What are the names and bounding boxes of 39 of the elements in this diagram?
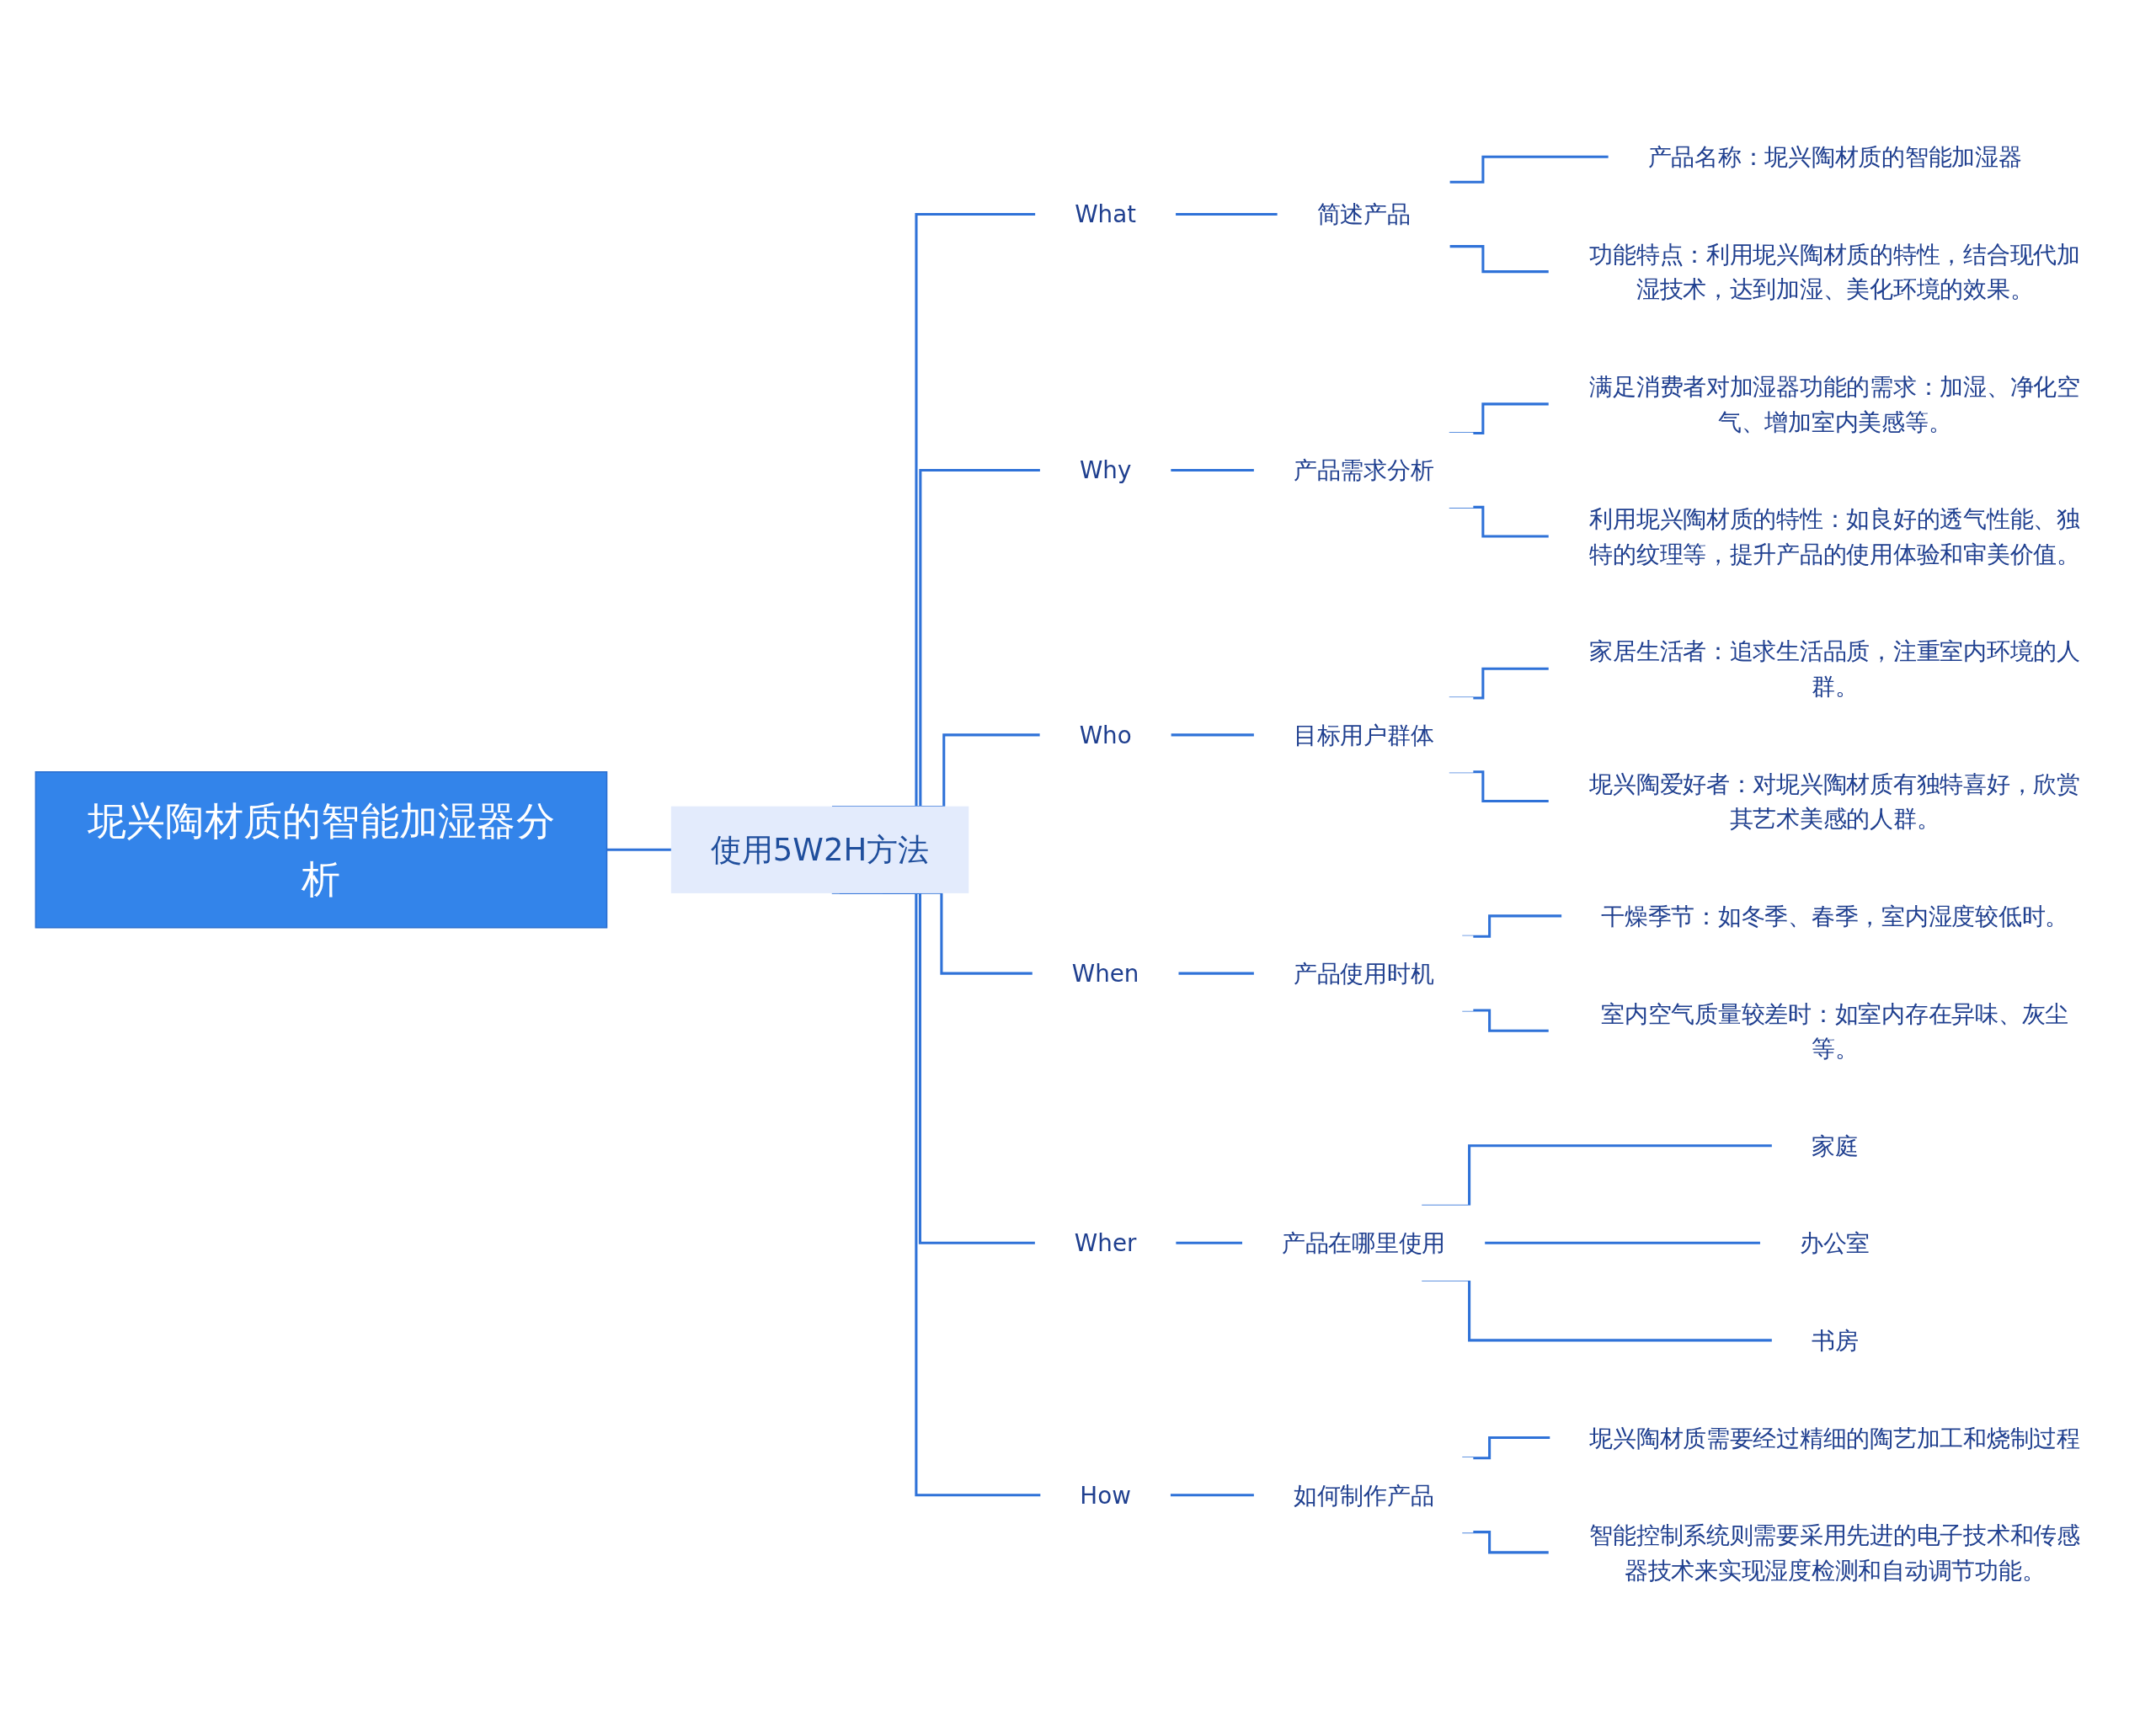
node-text: When — [1071, 959, 1139, 987]
node-text: 室内空气质量较差时：如室内存在异味、灰尘等。 — [1601, 999, 2069, 1062]
node-box: 使用5W2H方法 — [670, 806, 969, 893]
node-text: What — [1075, 200, 1137, 228]
connector — [1170, 1493, 1255, 1496]
connector — [1462, 1530, 1550, 1553]
node-text: 干燥季节：如冬季、春季，室内湿度较低时。 — [1601, 902, 2069, 930]
node-text: 产品使用时机 — [1293, 959, 1434, 987]
connector — [1462, 1009, 1550, 1032]
connector — [1175, 1241, 1243, 1244]
node-text: How — [1080, 1481, 1131, 1509]
node-text: Why — [1079, 455, 1132, 484]
node-text: 办公室 — [1799, 1228, 1870, 1256]
connector — [606, 848, 672, 851]
connector — [831, 891, 1042, 1496]
node-text: 满足消费者对加湿器功能的需求：加湿、净化空气、增加室内美感等。 — [1589, 372, 2080, 435]
node-text: 产品名称：坭兴陶材质的智能加湿器 — [1647, 142, 2022, 170]
node-text: 坭兴陶材质需要经过精细的陶艺加工和烧制过程 — [1589, 1423, 2080, 1452]
node-text: 书房 — [1811, 1326, 1859, 1354]
connector — [1175, 212, 1278, 216]
node-text: 家居生活者：追求生活品质，注重室内环境的人群。 — [1589, 637, 2080, 700]
connector — [1177, 972, 1255, 975]
node-text: 功能特点：利用坭兴陶材质的特性，结合现代加湿技术，达到加湿、美化环境的效果。 — [1589, 240, 2080, 303]
connector — [1449, 155, 1609, 184]
node-text: 利用坭兴陶材质的特性：如良好的透气性能、独特的纹理等，提升产品的使用体验和审美价值。 — [1589, 504, 2080, 567]
node-text: 家庭 — [1811, 1132, 1859, 1159]
node-text: Wher — [1074, 1228, 1137, 1256]
connector — [1170, 468, 1255, 471]
node-text: 坭兴陶爱好者：对坭兴陶材质有独特喜好，欣赏其艺术美感的人群。 — [1589, 770, 2080, 832]
connector — [1484, 1241, 1761, 1244]
node-text: 智能控制系统则需要采用先进的电子技术和传感器技术来实现湿度检测和自动调节功能。 — [1589, 1521, 2080, 1584]
node-text: 如何制作产品 — [1293, 1481, 1434, 1509]
connector — [1449, 505, 1550, 538]
node-text: 简述产品 — [1316, 200, 1411, 228]
node-box: 坭兴陶材质的智能加湿器分析 — [35, 770, 608, 929]
connector — [1170, 732, 1255, 736]
connector — [1422, 1278, 1773, 1341]
node-text: Who — [1079, 721, 1132, 748]
connector — [1449, 244, 1550, 273]
